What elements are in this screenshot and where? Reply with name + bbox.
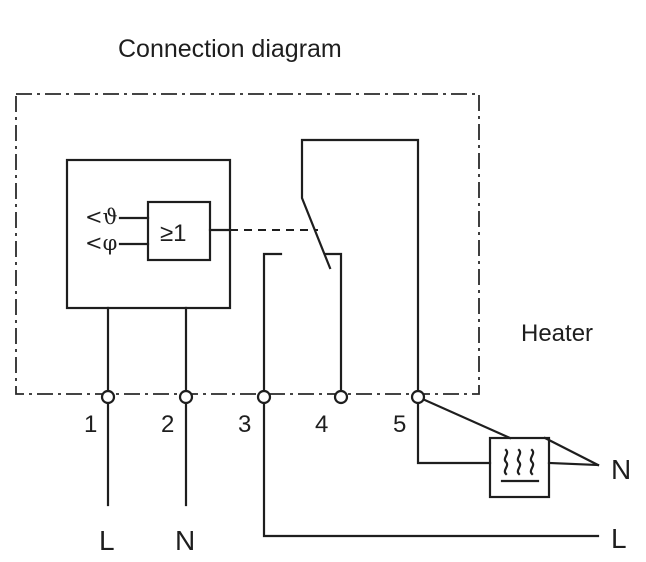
terminal-4 [333, 389, 349, 405]
supply-label-heater-L: L [611, 523, 627, 554]
supply-label-terminal-2: N [175, 525, 195, 556]
or-gate-symbol: ≥1 [160, 220, 187, 247]
terminal-2 [178, 389, 194, 405]
diagram-title: Connection diagram [118, 35, 342, 63]
housing-boundary [15, 93, 480, 395]
terminal-number-3: 3 [238, 411, 251, 438]
temperature-input-label: <ϑ [85, 205, 118, 229]
heater-label: Heater [521, 320, 593, 347]
supply-label-terminal-1: L [99, 525, 115, 556]
heater-waves-icon [500, 448, 540, 483]
wire-3-L [262, 395, 600, 538]
terminal-number-4: 4 [315, 411, 328, 438]
supply-label-heater-N: N [611, 454, 631, 485]
terminal-number-2: 2 [161, 411, 174, 438]
wire-heater-N-upper [543, 436, 600, 467]
terminal-1 [100, 389, 116, 405]
wire-heater-N [547, 461, 600, 467]
wire-5-heater [416, 395, 492, 465]
relay-nc-contact [262, 252, 283, 394]
terminal-3 [256, 389, 272, 405]
terminal-number-1: 1 [84, 411, 97, 438]
controller-box [65, 158, 232, 310]
terminal-5 [410, 389, 426, 405]
heater-box [488, 436, 551, 499]
wire-5-heater-upper [416, 395, 512, 440]
terminal-number-5: 5 [393, 411, 406, 438]
relay-no-contact [324, 252, 343, 394]
humidity-input-label: <φ [85, 231, 117, 255]
relay-common-contact [300, 138, 420, 394]
